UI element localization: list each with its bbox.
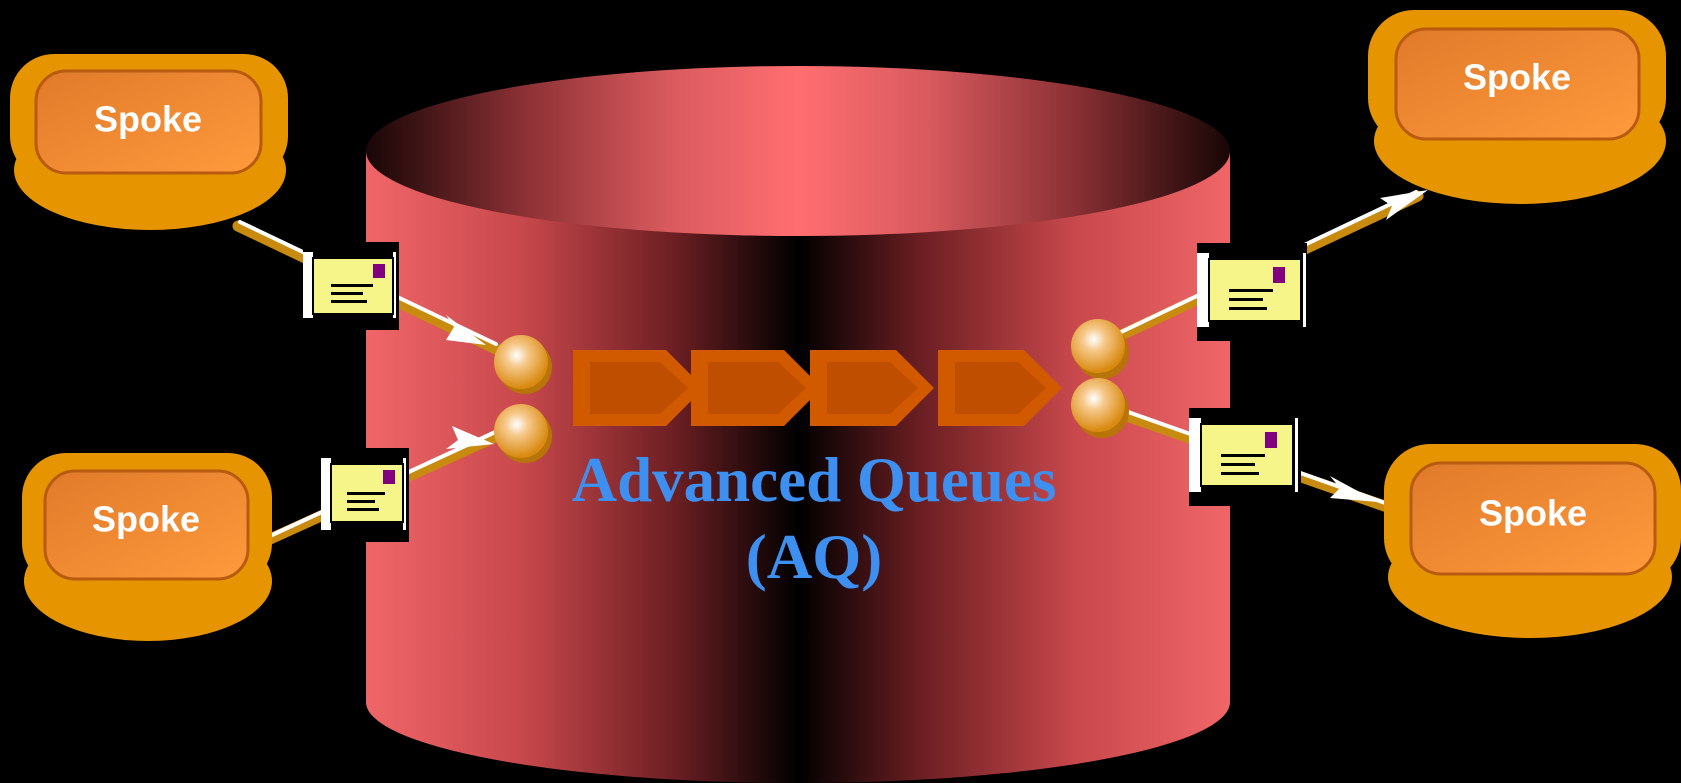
spoke-top-right: Spoke xyxy=(1368,10,1666,204)
envelope-icon xyxy=(321,448,409,542)
queue-items xyxy=(573,350,1062,426)
spoke-label: Spoke xyxy=(1479,493,1587,534)
title-line-1: Advanced Queues xyxy=(572,445,1057,515)
sphere-node-icon xyxy=(494,404,552,463)
arrow-head-icon xyxy=(1380,190,1428,220)
spoke-label: Spoke xyxy=(94,99,202,140)
sphere-node-icon xyxy=(494,335,552,394)
sphere-node-icon xyxy=(1071,319,1129,379)
envelope-icon xyxy=(1189,408,1301,506)
chevron-arrow-icon xyxy=(691,350,822,426)
envelope-icon xyxy=(303,242,399,330)
arrow-head-icon xyxy=(446,426,494,449)
envelope-icon xyxy=(1197,243,1307,341)
arrow-head-icon xyxy=(1330,476,1378,502)
cylinder-bottom xyxy=(366,621,1230,783)
sphere-node-icon xyxy=(1071,378,1129,438)
cylinder-top xyxy=(366,66,1230,236)
chevron-arrow-icon xyxy=(810,350,934,426)
spoke-bottom-right: Spoke xyxy=(1384,444,1681,638)
arrow-head-icon xyxy=(446,315,486,345)
spoke-label: Spoke xyxy=(1463,57,1571,98)
spoke-label: Spoke xyxy=(92,499,200,540)
diagram-title: Advanced Queues (AQ) xyxy=(572,445,1057,592)
chevron-arrow-icon xyxy=(573,350,704,426)
title-line-2: (AQ) xyxy=(746,522,882,592)
endpoint-nodes xyxy=(494,319,1129,463)
spoke-top-left: Spoke xyxy=(10,54,288,230)
spoke-bottom-left: Spoke xyxy=(22,453,272,641)
chevron-arrow-icon xyxy=(938,350,1062,426)
message-envelopes xyxy=(303,242,1307,542)
